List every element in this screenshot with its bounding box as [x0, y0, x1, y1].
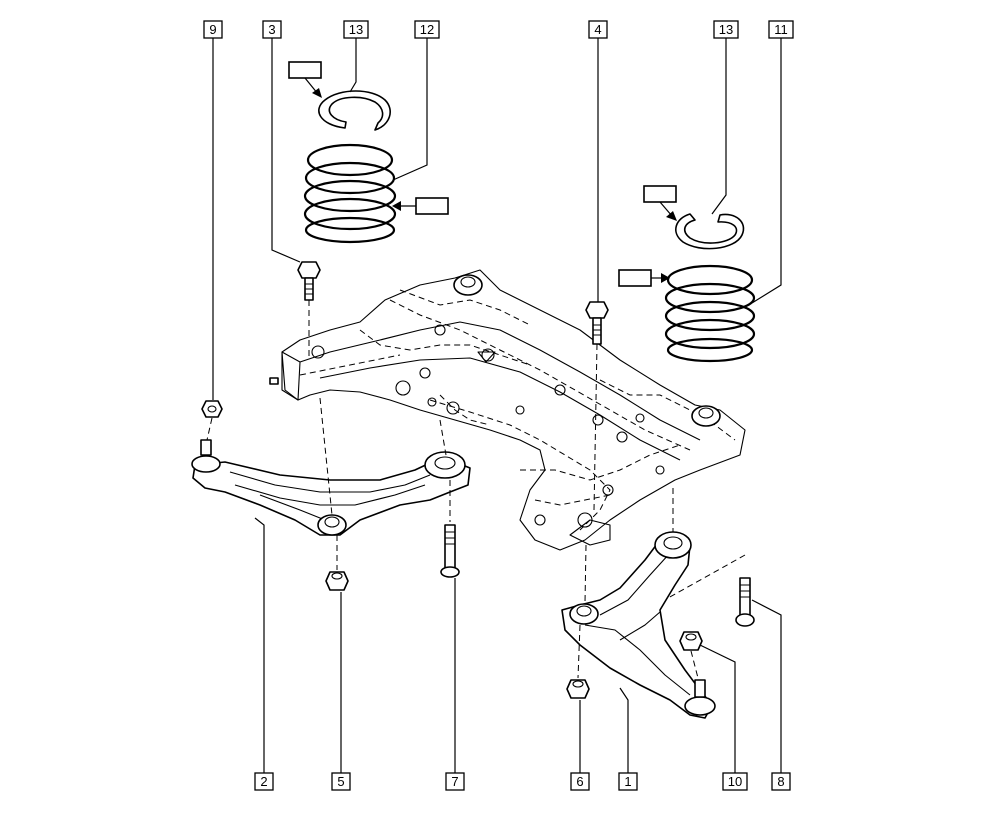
assembly-axes	[206, 300, 746, 679]
spring-seat-ring-right	[675, 213, 745, 250]
leader-lines	[212, 38, 782, 773]
nut-9	[201, 400, 223, 418]
spring-seat-ring-left	[318, 90, 391, 131]
callout-1: 1	[618, 772, 638, 791]
callout-3-label: 3	[268, 22, 275, 37]
callout-8: 8	[771, 772, 791, 791]
callout-10: 10	[722, 772, 748, 791]
subframe-cradle	[269, 269, 746, 551]
callout-6: 6	[570, 772, 590, 791]
spec-box-ring-left	[288, 61, 322, 98]
callout-5: 5	[331, 772, 351, 791]
callout-11: 11	[768, 20, 794, 39]
callout-4-label: 4	[594, 22, 601, 37]
coil-spring-left	[303, 143, 397, 244]
callout-13-left: 13	[343, 20, 369, 39]
callout-10-label: 10	[728, 774, 742, 789]
bolt-8	[735, 577, 755, 627]
callout-9: 9	[203, 20, 223, 39]
nut-6	[566, 679, 590, 699]
nut-5	[325, 571, 349, 591]
spec-box-spring-left	[392, 197, 449, 215]
callout-2: 2	[254, 772, 274, 791]
bolt-4	[585, 301, 609, 345]
callout-13-right-label: 13	[719, 22, 733, 37]
bolt-3	[297, 261, 321, 301]
callout-9-label: 9	[209, 22, 216, 37]
callout-8-label: 8	[777, 774, 784, 789]
spec-box-ring-right	[643, 185, 677, 221]
callout-12-label: 12	[420, 22, 434, 37]
callout-13-left-label: 13	[349, 22, 363, 37]
bolt-7	[440, 524, 460, 578]
callout-4: 4	[588, 20, 608, 39]
nut-10	[679, 631, 703, 651]
callout-12: 12	[414, 20, 440, 39]
right-lower-control-arm	[561, 531, 716, 719]
callout-13-right: 13	[713, 20, 739, 39]
callout-5-label: 5	[337, 774, 344, 789]
spec-box-spring-right	[618, 269, 670, 287]
callout-3: 3	[262, 20, 282, 39]
callout-7: 7	[445, 772, 465, 791]
callout-7-label: 7	[451, 774, 458, 789]
callout-1-label: 1	[624, 774, 631, 789]
callout-11-label: 11	[774, 22, 788, 37]
callout-2-label: 2	[260, 774, 267, 789]
left-lower-control-arm	[191, 439, 471, 536]
callout-6-label: 6	[576, 774, 583, 789]
coil-spring-right	[664, 264, 756, 363]
